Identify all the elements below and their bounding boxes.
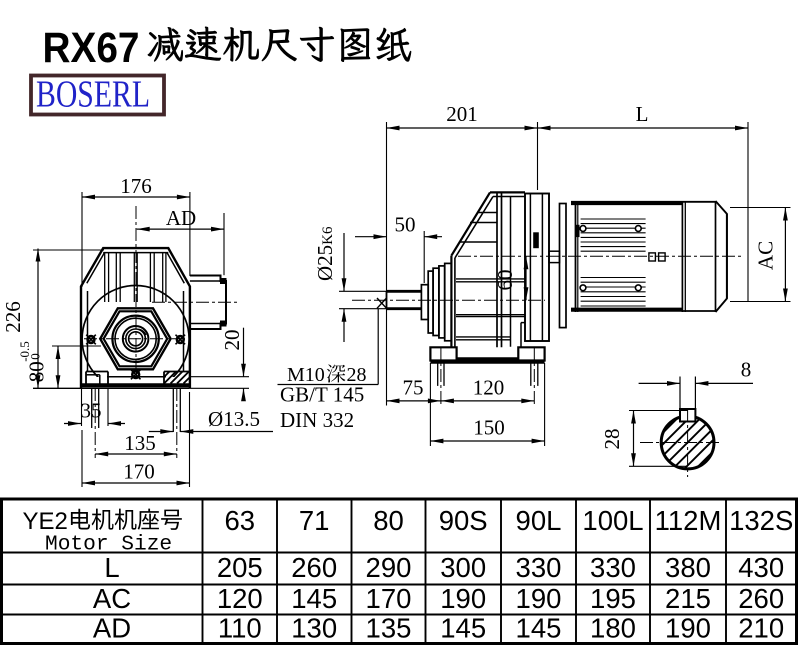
svg-text:28: 28: [347, 364, 367, 386]
svg-text:M10: M10: [287, 364, 325, 386]
svg-text:BOSERL: BOSERL: [36, 74, 150, 116]
svg-text:75: 75: [403, 376, 424, 400]
svg-text:150: 150: [473, 416, 505, 440]
svg-text:226: 226: [1, 301, 25, 333]
svg-text:195: 195: [590, 583, 636, 614]
svg-text:20: 20: [220, 330, 244, 351]
svg-text:Motor Size: Motor Size: [45, 533, 172, 557]
svg-text:90S: 90S: [439, 505, 488, 536]
svg-text:145: 145: [516, 613, 562, 644]
svg-text:GB/T 145: GB/T 145: [280, 383, 364, 407]
svg-text:190: 190: [516, 583, 562, 614]
svg-text:-0.5: -0.5: [17, 341, 32, 362]
svg-text:80: 80: [373, 505, 404, 536]
svg-text:260: 260: [738, 583, 784, 614]
svg-text:0: 0: [28, 353, 43, 360]
svg-text:135: 135: [366, 613, 412, 644]
svg-text:180: 180: [590, 613, 636, 644]
svg-text:AC: AC: [754, 241, 778, 270]
svg-text:170: 170: [123, 460, 155, 484]
svg-text:RX67: RX67: [43, 24, 140, 72]
svg-text:90L: 90L: [516, 505, 562, 536]
svg-text:35: 35: [81, 399, 102, 423]
svg-text:Ø13.5: Ø13.5: [208, 407, 260, 431]
svg-text:145: 145: [291, 583, 337, 614]
svg-text:260: 260: [291, 552, 337, 583]
svg-text:DIN 332: DIN 332: [280, 408, 354, 432]
svg-text:120: 120: [217, 583, 263, 614]
svg-text:50: 50: [395, 213, 416, 237]
svg-text:L: L: [636, 102, 649, 126]
svg-text:120: 120: [473, 376, 505, 400]
svg-text:71: 71: [299, 505, 330, 536]
svg-text:330: 330: [590, 552, 636, 583]
svg-text:190: 190: [665, 613, 711, 644]
svg-text:100L: 100L: [582, 505, 643, 536]
svg-text:135: 135: [124, 431, 156, 455]
svg-text:300: 300: [440, 552, 486, 583]
svg-text:63: 63: [225, 505, 256, 536]
svg-text:205: 205: [217, 552, 263, 583]
svg-text:330: 330: [516, 552, 562, 583]
svg-text:380: 380: [665, 552, 711, 583]
svg-text:201: 201: [446, 102, 478, 126]
svg-text:112M: 112M: [655, 505, 722, 536]
svg-text:190: 190: [440, 583, 486, 614]
svg-text:YE2: YE2: [23, 508, 68, 535]
svg-text:AC: AC: [93, 583, 131, 614]
svg-text:130: 130: [291, 613, 337, 644]
svg-text:430: 430: [738, 552, 784, 583]
svg-text:210: 210: [738, 613, 784, 644]
svg-text:AD: AD: [93, 613, 131, 644]
svg-text:8: 8: [741, 358, 752, 382]
svg-text:145: 145: [440, 613, 486, 644]
svg-text:176: 176: [120, 174, 152, 198]
svg-text:60: 60: [493, 270, 517, 291]
svg-text:28: 28: [600, 429, 624, 450]
svg-text:L: L: [104, 552, 119, 583]
svg-text:AD: AD: [166, 206, 196, 230]
svg-text:170: 170: [366, 583, 412, 614]
svg-text:215: 215: [665, 583, 711, 614]
svg-text:290: 290: [366, 552, 412, 583]
svg-text:80: 80: [25, 361, 49, 382]
svg-text:132S: 132S: [729, 505, 793, 536]
svg-text:110: 110: [218, 613, 262, 644]
